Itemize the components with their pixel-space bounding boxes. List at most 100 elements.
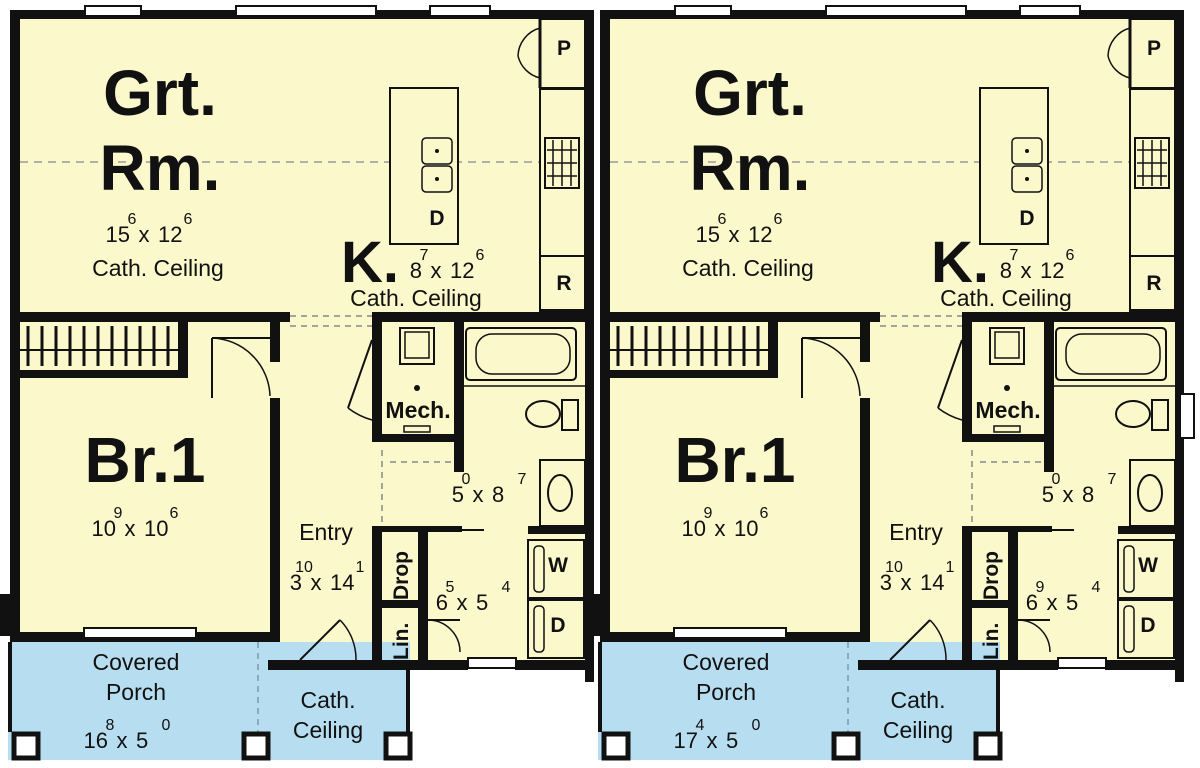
unit-left: [0, 6, 594, 760]
unit-1-porch-dim-a: 17: [674, 728, 698, 753]
unit-0-kitchen-dim-b: 12: [450, 258, 474, 283]
unit-1-bedroom-dim-b-sup: 6: [760, 505, 769, 522]
unit-1-laundry-dim-b: 5: [1066, 590, 1078, 615]
unit-0-bath-dim-x: x: [473, 482, 484, 507]
unit-1-kitchen-dim-b-sup: 6: [1066, 247, 1075, 264]
unit-1-bedroom-dim-b: 10: [734, 516, 758, 541]
unit-1-great-room-dim-a-sup: 6: [718, 211, 727, 228]
unit-1-porch-line-2: Porch: [696, 679, 756, 705]
unit-0-entry-dim-a: 3: [290, 570, 302, 595]
unit-right: [590, 6, 1195, 760]
unit-1-laundry-dim-x: x: [1047, 590, 1058, 615]
unit-1-porch-dim-b-sup: 0: [752, 717, 761, 734]
unit-1-refrigerator-label: R: [1146, 272, 1161, 295]
unit-1-great-room-title-1: Grt.: [693, 57, 807, 129]
unit-1-porch-dim-a-sup: 4: [696, 717, 705, 734]
unit-1-great-room-dim-b: 12: [748, 222, 772, 247]
unit-1-kitchen-dim-x: x: [1021, 258, 1032, 283]
unit-0-bedroom-dim-b-sup: 6: [170, 505, 179, 522]
unit-0-kitchen-title: K.: [341, 230, 399, 295]
unit-0-mech-label: Mech.: [385, 397, 450, 423]
unit-0-entry-dim-b-sup: 1: [356, 559, 365, 576]
unit-1-porch-ceiling-1: Cath.: [891, 687, 946, 713]
unit-0-great-room-title-2: Rm.: [100, 132, 221, 204]
unit-1-bath-dim-b-sup: 7: [1108, 471, 1117, 488]
unit-1-great-room-note: Cath. Ceiling: [682, 255, 814, 281]
unit-1-entry-title: Entry: [889, 519, 943, 545]
unit-1-bedroom-title: Br.1: [675, 424, 796, 496]
unit-0-entry-dim-b: 14: [330, 570, 354, 595]
unit-0-porch-dim-a: 16: [84, 728, 108, 753]
unit-0-kitchen-dim-b-sup: 6: [476, 247, 485, 264]
unit-0-porch-dim-a-sup: 8: [106, 717, 115, 734]
unit-0-bath-dim-b-sup: 7: [518, 471, 527, 488]
unit-0-great-room-dim-b: 12: [158, 222, 182, 247]
unit-0-great-room-dim-a: 15: [106, 222, 130, 247]
unit-0-bedroom-dim-b: 10: [144, 516, 168, 541]
unit-0-refrigerator-label: R: [556, 272, 571, 295]
unit-1-kitchen-dim-a-sup: 7: [1010, 247, 1019, 264]
unit-0-laundry-dim-a-sup: 5: [446, 579, 455, 596]
unit-1-bedroom-dim-a: 10: [682, 516, 706, 541]
unit-0-porch-line-2: Porch: [106, 679, 166, 705]
unit-1-great-room-dim-b-sup: 6: [774, 211, 783, 228]
unit-1-bedroom-dim-a-sup: 9: [704, 505, 713, 522]
unit-1-kitchen-dim-b: 12: [1040, 258, 1064, 283]
unit-1-bedroom-dim-x: x: [715, 516, 726, 541]
unit-1-entry-dim-x: x: [901, 570, 912, 595]
unit-1-washer-label: W: [1138, 554, 1158, 577]
unit-0-bath-dim-b: 8: [492, 482, 504, 507]
unit-0-entry-dim-a-sup: 10: [295, 559, 313, 576]
unit-1-kitchen-dim-a: 8: [1000, 258, 1012, 283]
unit-1-drop-label: Drop: [980, 551, 1003, 600]
unit-1-laundry-dim-b-sup: 4: [1092, 579, 1101, 596]
unit-0-great-room-title-1: Grt.: [103, 57, 217, 129]
unit-0-kitchen-dim-a-sup: 7: [420, 247, 429, 264]
unit-0-pantry-label: P: [557, 37, 571, 60]
unit-1-entry-dim-b-sup: 1: [946, 559, 955, 576]
unit-0-washer-label: W: [548, 554, 568, 577]
unit-1-entry-dim-a: 3: [880, 570, 892, 595]
unit-1-bath-dim-a-sup: 0: [1052, 471, 1061, 488]
unit-1-pantry-label: P: [1147, 37, 1161, 60]
unit-0-great-room-dim-a-sup: 6: [128, 211, 137, 228]
unit-0-porch-dim-b: 5: [136, 728, 148, 753]
unit-0-dryer-label: D: [550, 614, 565, 637]
unit-1-great-room-dim-a: 15: [696, 222, 720, 247]
unit-0-bedroom-dim-x: x: [125, 516, 136, 541]
unit-0-linen-label: Lin.: [390, 623, 413, 660]
unit-1-entry-dim-b: 14: [920, 570, 944, 595]
unit-1-linen-label: Lin.: [980, 623, 1003, 660]
unit-1-entry-dim-a-sup: 10: [885, 559, 903, 576]
unit-1-bath-dim-a: 5: [1042, 482, 1054, 507]
unit-0-porch-dim-x: x: [117, 728, 128, 753]
unit-0-porch-ceiling-1: Cath.: [301, 687, 356, 713]
unit-0-laundry-dim-b: 5: [476, 590, 488, 615]
unit-0-laundry-dim-a: 6: [436, 590, 448, 615]
unit-0-bath-dim-a-sup: 0: [462, 471, 471, 488]
unit-0-entry-dim-x: x: [311, 570, 322, 595]
unit-0-bath-dim-a: 5: [452, 482, 464, 507]
unit-1-porch-dim-b: 5: [726, 728, 738, 753]
unit-0-great-room-dim-x: x: [139, 222, 150, 247]
unit-1-dishwasher-label: D: [1019, 207, 1034, 230]
unit-0-bedroom-title: Br.1: [85, 424, 206, 496]
unit-1-great-room-dim-x: x: [729, 222, 740, 247]
unit-0-great-room-note: Cath. Ceiling: [92, 255, 224, 281]
unit-1-great-room-title-2: Rm.: [690, 132, 811, 204]
unit-0-great-room-dim-b-sup: 6: [184, 211, 193, 228]
unit-0-bedroom-dim-a-sup: 9: [114, 505, 123, 522]
unit-0-entry-title: Entry: [299, 519, 353, 545]
unit-1-porch-line-1: Covered: [683, 649, 770, 675]
unit-1-bath-dim-x: x: [1063, 482, 1074, 507]
unit-0-kitchen-dim-x: x: [431, 258, 442, 283]
unit-1-mech-label: Mech.: [975, 397, 1040, 423]
unit-0-porch-dim-b-sup: 0: [162, 717, 171, 734]
unit-1-bath-dim-b: 8: [1082, 482, 1094, 507]
unit-1-porch-dim-x: x: [707, 728, 718, 753]
unit-0-drop-label: Drop: [390, 551, 413, 600]
unit-0-laundry-dim-x: x: [457, 590, 468, 615]
unit-0-kitchen-dim-a: 8: [410, 258, 422, 283]
unit-0-laundry-dim-b-sup: 4: [502, 579, 511, 596]
